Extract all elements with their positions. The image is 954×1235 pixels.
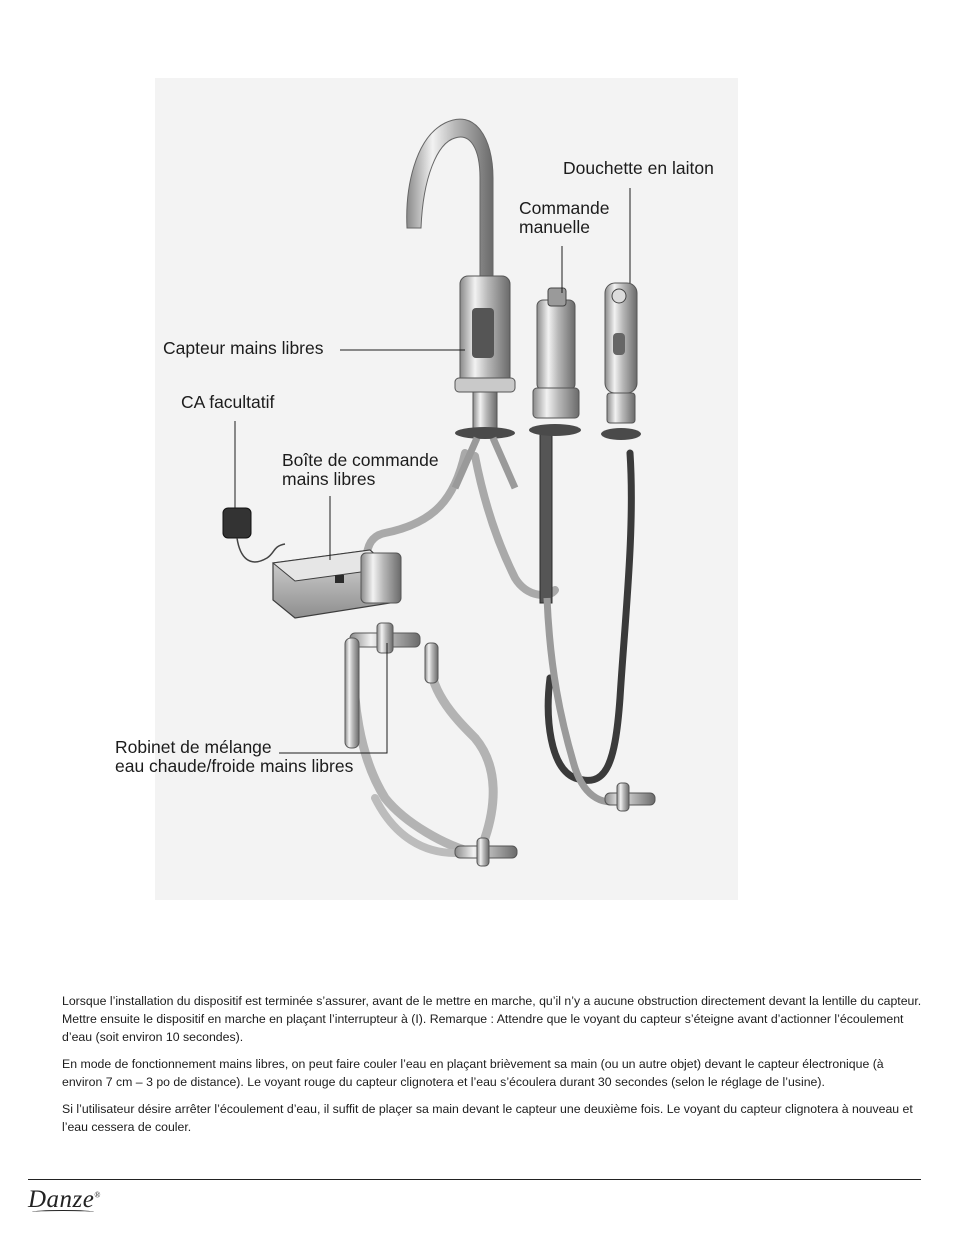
mixing-valve: [344, 622, 439, 749]
label-ac-adapter: CA facultatif: [181, 392, 275, 412]
faucet-spout: [406, 118, 519, 490]
faucet-diagram: [222, 118, 656, 867]
paragraph-handsfree-mode: En mode de fonctionnement mains libres, …: [62, 1057, 884, 1089]
manual-control-head: [529, 287, 581, 436]
sprayer-hose: [544, 449, 635, 784]
label-sprayer: Douchette en laiton: [563, 158, 714, 178]
logo-swoosh: [32, 1210, 94, 1214]
manual-control-shaft: [539, 432, 627, 806]
instructions-text: Lorsque l’installation du dispositif est…: [62, 992, 922, 1145]
figure-panel: Douchette en laiton Commande manuelle Ca…: [115, 78, 738, 900]
ac-adapter: [222, 507, 286, 563]
brand-name: Danze: [28, 1186, 95, 1213]
brand-logo: Danze®: [28, 1186, 101, 1214]
label-manual-control: Commande manuelle: [519, 198, 610, 237]
floor-fittings: [454, 782, 656, 867]
paragraph-startup: Lorsque l’installation du dispositif est…: [62, 994, 922, 1044]
control-box: [271, 549, 402, 619]
label-sensor: Capteur mains libres: [163, 338, 324, 358]
sprayer: [601, 282, 641, 440]
label-mixing-valve: Robinet de mélange eau chaude/froide mai…: [115, 737, 354, 776]
registered-mark: ®: [94, 1190, 101, 1200]
paragraph-stop-flow: Si l’utilisateur désire arrêter l’écoule…: [62, 1102, 913, 1134]
label-control-box: Boîte de commande mains libres: [282, 450, 439, 489]
footer-divider: [28, 1179, 921, 1180]
callout-leaders: [234, 188, 631, 754]
